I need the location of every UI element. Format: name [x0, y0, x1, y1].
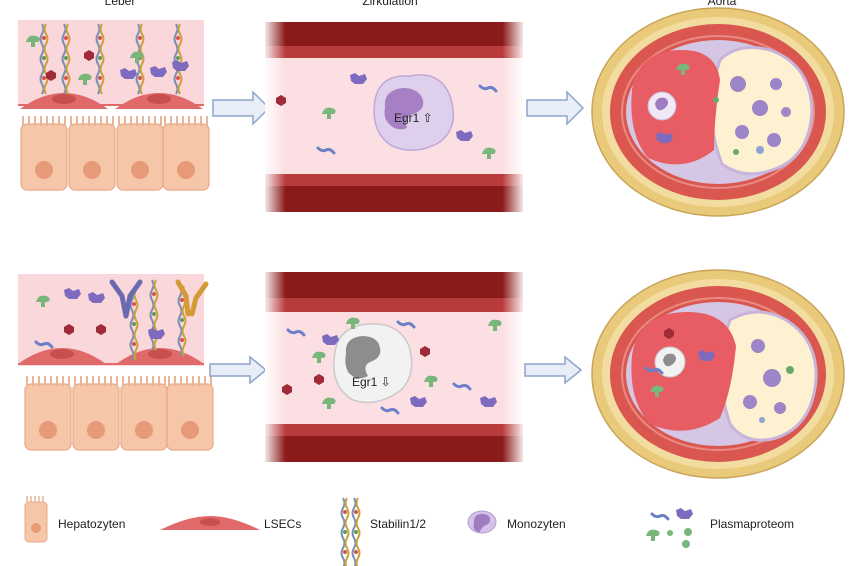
- bottom-egr1-label: Egr1 ⇩: [352, 375, 391, 389]
- bottom-aorta: [591, 269, 845, 479]
- legend-plasma-icon: [646, 508, 693, 548]
- legend-monocyte-icon: [467, 510, 497, 534]
- arrow-liver-to-circulation-top: [212, 90, 271, 126]
- legend-stabilin-label: Stabilin1/2: [370, 517, 427, 531]
- top-aorta-monocyte: [647, 91, 677, 121]
- legend-lsec-icon: [160, 516, 260, 530]
- legend-stabilin-icon: [340, 497, 361, 566]
- top-monocyte: Egr1 ⇧: [373, 74, 455, 151]
- header-liver: Leber: [104, 0, 136, 8]
- top-egr1-label: Egr1 ⇧: [394, 111, 433, 125]
- top-hepatocyte-row: [20, 115, 210, 191]
- legend-plasma-label: Plasmaproteom: [710, 517, 795, 531]
- bottom-monocyte: Egr1 ⇩: [333, 323, 413, 404]
- legend-lsecs-label: LSECs: [264, 517, 302, 531]
- legend-monocyte-label: Monozyten: [507, 517, 566, 531]
- bottom-liver-panel: [18, 274, 214, 451]
- top-liver-panel: [18, 20, 210, 191]
- header-circulation: Zirkulation: [362, 0, 418, 8]
- bottom-circulation-vessel: Egr1 ⇩: [265, 272, 523, 462]
- arrow-circulation-to-aorta-bottom: [524, 355, 583, 385]
- top-circulation-vessel: Egr1 ⇧: [265, 22, 523, 212]
- legend-hepatocytes-label: Hepatozyten: [58, 517, 126, 531]
- legend-hepatocyte-icon: [24, 496, 48, 543]
- header-aorta: Aorta: [707, 0, 737, 8]
- bottom-hepatocyte-row: [24, 375, 214, 451]
- arrow-liver-to-circulation-bottom: [209, 355, 268, 385]
- arrow-circulation-to-aorta-top: [526, 90, 585, 126]
- top-aorta: [591, 7, 845, 217]
- bottom-aorta-monocyte: [654, 346, 686, 378]
